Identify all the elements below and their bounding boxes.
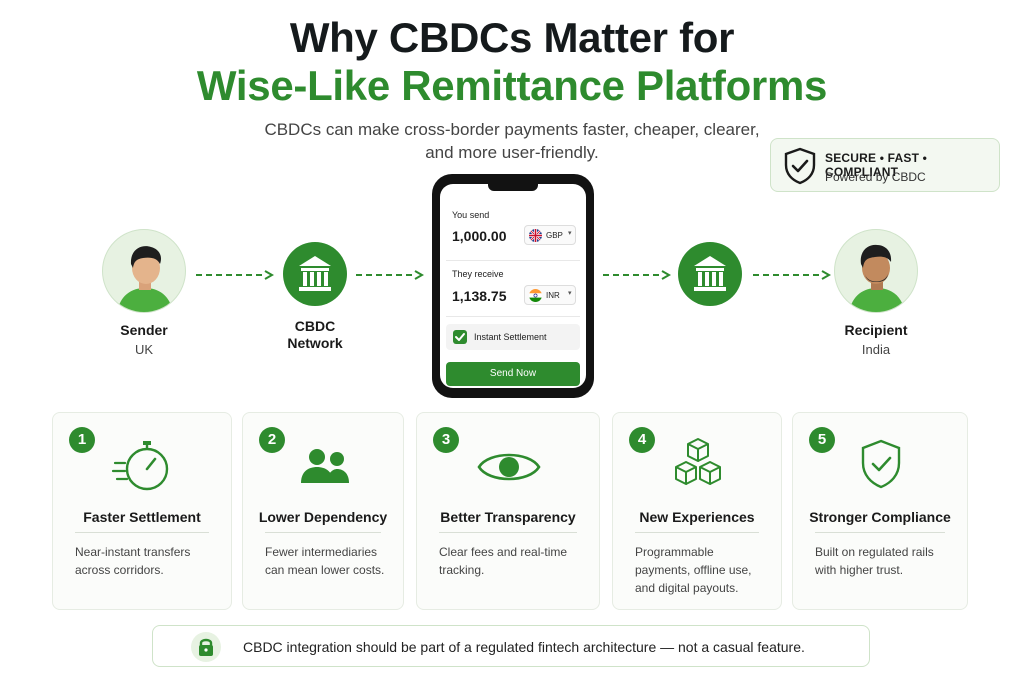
card-title: Stronger Compliance: [809, 509, 951, 525]
instant-settlement-checkbox[interactable]: [453, 330, 467, 344]
receive-amount[interactable]: 1,138.75: [452, 288, 507, 304]
bank-icon: [299, 256, 331, 291]
title-line-1: Why CBDCs Matter for: [289, 14, 735, 61]
card-title: New Experiences: [639, 509, 755, 525]
divider: [446, 316, 580, 317]
cbdc-network-node: [283, 242, 347, 306]
feature-card-faster-settlement: 1 Faster Settlement Near-instant transfe…: [52, 412, 232, 610]
people-icon: [301, 449, 349, 483]
check-icon: [455, 333, 465, 341]
person-icon: [849, 244, 905, 312]
send-amount[interactable]: 1,000.00: [452, 228, 507, 244]
card-number: 3: [433, 427, 459, 453]
card-description: Built on regulated rails with higher tru…: [815, 545, 934, 577]
feature-card-new-experiences: 4 New Experiences Programmable payments,…: [612, 412, 782, 610]
send-currency-code: GBP: [546, 231, 563, 240]
shield-check-icon: [784, 147, 816, 185]
cubes-icon: [675, 438, 721, 485]
sender-label: Sender: [120, 322, 168, 338]
badge-line-2: Powered by CBDC: [825, 170, 926, 184]
india-flag-icon: [529, 289, 542, 302]
send-currency-select[interactable]: GBP ▾: [524, 225, 576, 245]
instant-settlement-label: Instant Settlement: [474, 332, 547, 342]
title-line-2: Wise-Like Remittance Platforms: [196, 62, 828, 109]
receive-currency-select[interactable]: INR ▾: [524, 285, 576, 305]
cbdc-network-label-1: CBDC: [294, 318, 336, 334]
send-now-button[interactable]: Send Now: [446, 362, 580, 386]
card-title: Lower Dependency: [258, 509, 388, 525]
card-description: Programmable payments, offline use, and …: [635, 545, 752, 595]
flow-arrow: [603, 270, 671, 280]
they-receive-label: They receive: [452, 269, 504, 279]
divider: [446, 260, 580, 261]
recipient-label: Recipient: [844, 322, 908, 338]
secure-badge: SECURE • FAST • COMPLIANT Powered by CBD…: [770, 138, 1000, 192]
lock-badge: [191, 632, 221, 662]
flow-arrow: [356, 270, 424, 280]
divider: [265, 532, 381, 533]
card-number: 4: [629, 427, 655, 453]
feature-card-lower-dependency: 2 Lower Dependency Fewer intermediaries …: [242, 412, 404, 610]
recipient-country: India: [861, 342, 891, 357]
divider: [75, 532, 209, 533]
recipient-avatar: [834, 229, 918, 313]
card-title: Better Transparency: [440, 509, 576, 525]
bank-icon: [694, 256, 726, 291]
footer-note: CBDC integration should be part of a reg…: [152, 625, 870, 667]
sender-avatar: [102, 229, 186, 313]
instant-settlement-row[interactable]: Instant Settlement: [446, 324, 580, 350]
receive-currency-code: INR: [546, 291, 560, 300]
chevron-down-icon: ▾: [568, 230, 572, 237]
person-icon: [117, 246, 173, 312]
lock-icon: [199, 638, 213, 656]
card-number: 5: [809, 427, 835, 453]
divider: [439, 532, 577, 533]
feature-card-stronger-compliance: 5 Stronger Compliance Built on regulated…: [792, 412, 968, 610]
card-description: Near-instant transfers across corridors.: [75, 545, 191, 577]
subtitle: CBDCs can make cross-border payments fas…: [264, 120, 760, 162]
you-send-label: You send: [452, 210, 490, 220]
footer-text: CBDC integration should be part of a reg…: [243, 639, 805, 655]
badge-line-1: SECURE • FAST • COMPLIANT: [825, 151, 928, 179]
card-description: Clear fees and real-time tracking.: [439, 545, 568, 577]
uk-flag-icon: [529, 229, 542, 242]
flow-arrow: [753, 270, 831, 280]
chevron-down-icon: ▾: [568, 290, 572, 297]
phone-screen: You send 1,000.00 GBP ▾ They receive 1,1…: [440, 184, 586, 388]
cbdc-network-node-right: [678, 242, 742, 306]
stopwatch-icon: [111, 441, 169, 491]
card-description: Fewer intermediaries can mean lower cost…: [265, 545, 385, 577]
shield-check-icon: [861, 439, 901, 489]
card-number: 2: [259, 427, 285, 453]
phone-notch: [488, 184, 538, 191]
flow-arrow: [196, 270, 274, 280]
eye-icon: [477, 453, 541, 481]
cbdc-network-label-2: Network: [287, 335, 343, 351]
card-title: Faster Settlement: [83, 509, 201, 525]
sender-country: UK: [134, 342, 154, 357]
feature-card-better-transparency: 3 Better Transparency Clear fees and rea…: [416, 412, 600, 610]
divider: [815, 532, 945, 533]
divider: [635, 532, 759, 533]
phone-mockup: You send 1,000.00 GBP ▾ They receive 1,1…: [432, 174, 594, 398]
card-number: 1: [69, 427, 95, 453]
